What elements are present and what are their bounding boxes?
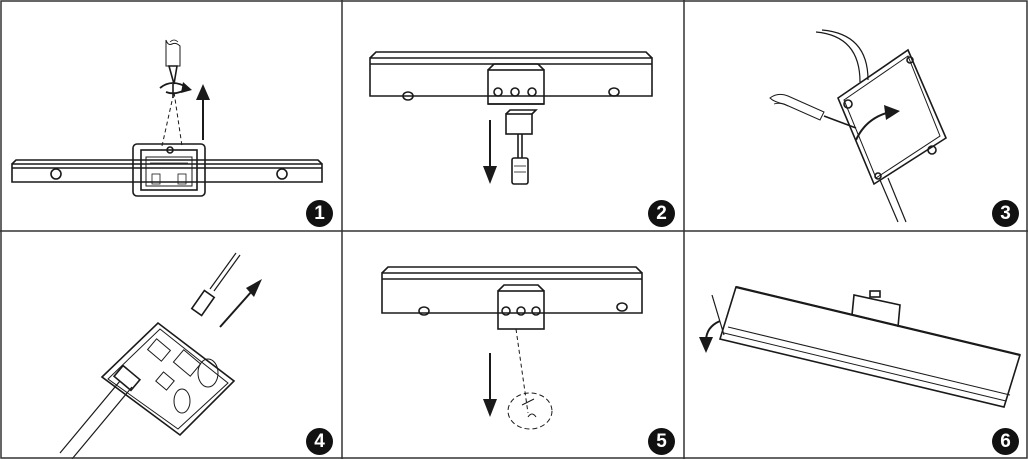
illustration-remove-screw: [11, 39, 323, 197]
step-panel-4: 4: [0, 231, 342, 459]
step-number-badge: 3: [992, 200, 1019, 227]
step-panel-3: 3: [684, 0, 1028, 231]
step-number-badge: 1: [306, 200, 333, 227]
illustration-tilt-bar: [699, 285, 1022, 408]
step-panel-5: 5: [342, 231, 684, 459]
step-panel-1: 1: [0, 0, 342, 231]
step-number-badge: 2: [648, 200, 675, 227]
step-panel-2: 2: [342, 0, 684, 231]
step-number-badge: 4: [306, 428, 333, 455]
illustration-unplug-cable: [369, 51, 653, 185]
step-number-badge: 6: [992, 428, 1019, 455]
step-panel-6: 6: [684, 231, 1028, 459]
illustration-detach-mount: [381, 266, 643, 430]
illustration-disconnect-connector: [59, 252, 262, 459]
illustration-open-cover: [769, 29, 948, 223]
step-number-badge: 5: [648, 428, 675, 455]
